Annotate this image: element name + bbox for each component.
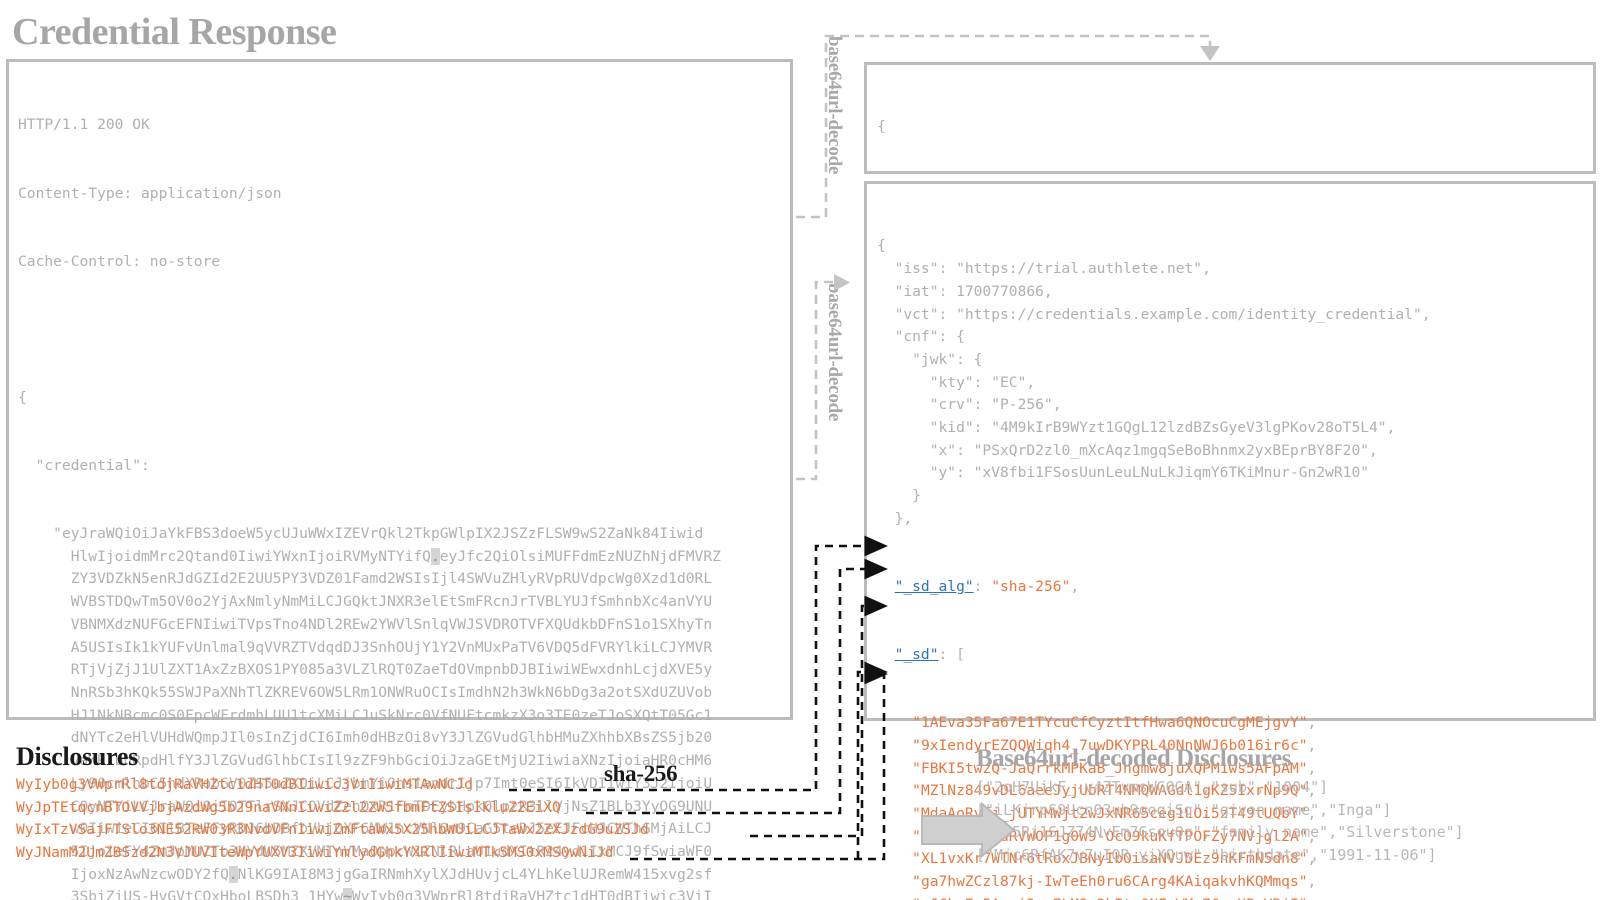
disclosure-item: WyJpTEtqcnBTOVVjbjAzdWg5b29naVNnIiwiZ2l2… (16, 798, 561, 816)
base64url-decode-label-header: base64url-decode (824, 36, 845, 175)
decoded-disclosures-list: ["2oH7UjkF_-v4ZTvmsWGOGA","sub","1004"] [… (976, 776, 1596, 866)
sd-value-line: "9xIendyrEZQQWiqh4_7uwDKYPRL40NnNWJ6b016… (912, 736, 1317, 754)
disclosure-item: WyIxTzVSajFTSlo3NE52RW03R3NvdVFnIiwiZmFt… (16, 821, 649, 839)
credential-line: NnRSb3hKQk55SWJPaXNhTlZKREV6OW5LRm1ONWRu… (70, 683, 713, 701)
sd-value-line: "FBKI5twzQ-JaQrrkMPKaB_Jhgmw8juXQPM1ws5A… (912, 759, 1317, 777)
credential-line: WVBSTDQwTm5OV0o2YjAxNmlyNmMiLCJGQktJNXR3… (70, 593, 713, 611)
jwt-header-line: { (877, 118, 886, 136)
decode-arrowhead-header (1200, 46, 1220, 61)
jwt-payload-plain-lines: { "iss": "https://trial.authlete.net", "… (877, 235, 1593, 530)
credential-line: RTjVjZjJ1UlZXT1AxZzBXOS1PY085a3VLZlRQT0Z… (70, 661, 713, 679)
jwt-header-panel: { "alg": "ES256", "typ": "vc+sd-jwt", "k… (864, 62, 1596, 408)
response-code: HTTP/1.1 200 OK Content-Type: applicatio… (9, 62, 790, 900)
credential-line: 3SbiZiUS-HvGVtCQxHboLBSDh3_1HYw~WyIyb0g3… (18, 886, 790, 900)
jwt-separator: . (228, 865, 238, 883)
blank-line (18, 319, 790, 342)
sd-value-line: "MZlNz849vDL6aeeJyjUbRT4NMQWAGdl1gKZ5Ixr… (912, 782, 1317, 800)
page-title: Credential Response (12, 11, 337, 53)
sd-key: "_sd" (894, 646, 939, 664)
sd-value-line: "1AEva35Fa67E1TYcuCfCyztItfHwa6QNOcuCgME… (912, 714, 1317, 732)
credential-response-panel: HTTP/1.1 200 OK Content-Type: applicatio… (6, 59, 793, 900)
sd-alg-line: "_sd_alg": "sha-256", (894, 577, 1080, 595)
disclosures-title: Disclosures (16, 742, 138, 771)
credential-line: 5IjoieFY4ZmJpMUZTb3NVdW5MZXVMTnVMa0ppcW1… (70, 842, 713, 860)
jwt-payload-line: "kid": "4M9kIrB9WYzt1GQgL12lzdBZsGyeV3lg… (877, 419, 1396, 437)
sd-digest: "nJCksE_5Amri3_z7LM3y2hIt-ONFsWMa76xyUPw… (912, 896, 1307, 900)
base64url-decode-label-payload: base64url-decode (824, 283, 845, 422)
disclosure-item: WyJNamM2UmZBSzd2N3VJUVIteWpYUXV3IiwiYmly… (16, 844, 614, 862)
content-type-line: Content-Type: application/json (18, 184, 282, 202)
credential-value-block: "eyJraWQiOiJaYkFBS3doeW5ycUJuWWxIZEVrQkl… (18, 523, 790, 900)
credential-line: A5USIsIk1kYUFvUnlmal9qVVRZTVdqdDJ3SnhOUj… (70, 638, 713, 656)
jwt-separator: ~ (343, 888, 352, 900)
sd-value-line: "nJCksE_5Amri3_z7LM3y2hIt-ONFsWMa76xyUPw… (877, 894, 1593, 900)
body-open-brace: { (18, 388, 27, 406)
decoded-disclosure-item: ["2oH7UjkF_-v4ZTvmsWGOGA","sub","1004"] (976, 778, 1329, 796)
credential-line: HJ1NkNBcmc0S0FpcWFrdmhLUU1tcXMiLCJuSkNrc… (70, 706, 713, 724)
status-line: HTTP/1.1 200 OK (18, 116, 150, 134)
decoded-disclosure-item: ["iLKjrpS9Ucn03uh9oogiSg","given_name","… (976, 800, 1392, 819)
jwt-separator: . (430, 547, 440, 565)
jwt-payload-line: "vct": "https://credentials.example.com/… (877, 305, 1431, 323)
cache-control-line: Cache-Control: no-store (18, 252, 221, 270)
decoded-disclosures-title: Base64url-decoded Disclosures (976, 745, 1291, 772)
credential-line: w0IiwieCI6IlBTeFFyRDJ6bDBfbVhjQXF6MW1ncV… (70, 820, 713, 838)
credential-line: IjoxNzAwNzcwODY2fQ.NlKG9IAI8M3jgGaIRNmhX… (70, 865, 713, 883)
disclosures-section: Disclosures WyIyb0g3VWprRl8tdjRaVHZtc1dH… (16, 742, 796, 865)
jwt-payload-line: "kty": "EC", (877, 373, 1036, 391)
disclosures-list: WyIyb0g3VWprRl8tdjRaVHZtc1dHT0dBIiwic3Vi… (16, 774, 796, 865)
sd-digest: "9xIendyrEZQQWiqh4_7uwDKYPRL40NnNWJ6b016… (912, 736, 1308, 754)
credential-line: "eyJraWQiOiJaYkFBS3doeW5ycUJuWWxIZEVrQkl… (53, 525, 704, 543)
sd-value-line: "ga7hwZCzl87kj-IwTeEh0ru6CArg4KAiqakvhKQ… (912, 873, 1317, 891)
sd-digest: "1AEva35Fa67E1TYcuCfCyztItfHwa6QNOcuCgME… (912, 714, 1308, 732)
jwt-payload-line: "crv": "P-256", (877, 396, 1062, 414)
jwt-payload-panel: { "iss": "https://trial.authlete.net", "… (864, 181, 1596, 900)
sd-alg-value: "sha-256" (991, 577, 1071, 595)
disclosure-item: WyIyb0g3VWprRl8tdjRaVHZtc1dHT0dBIiwic3Vi… (16, 776, 473, 793)
decoded-disclosure-item: ["1O5Rj1SJZ74NvEm7GsouQg","family_name",… (976, 823, 1464, 841)
sha256-label: sha-256 (604, 761, 678, 786)
jwt-payload-line: "x": "PSxQrD2zl0_mXcAqz1mgqSeBoBhnmx2yxB… (877, 441, 1378, 459)
jwt-payload-line: "iss": "https://trial.authlete.net", (877, 260, 1211, 278)
jwt-payload-code: { "iss": "https://trial.authlete.net", "… (867, 184, 1593, 900)
jwt-payload-line: "jwk": { (877, 350, 983, 368)
sd-digest: "MZlNz849vDL6aeeJyjUbRT4NMQWAGdl1gKZ5Ixr… (912, 782, 1308, 800)
jwt-payload-line: "iat": 1700770866, (877, 282, 1053, 300)
credential-line: HlwIjoidmMrc2Qtand0IiwiYWxnIjoiRVMyNTYif… (70, 547, 721, 565)
credential-line: ZY3VDZkN5enRJdGZId2E2UU5PY3VDZ01Famd2WSI… (70, 570, 713, 588)
sd-digest: "FBKI5twzQ-JaQrrkMPKaB_Jhgmw8juXQPM1ws5A… (912, 759, 1308, 777)
jwt-payload-line: { (877, 237, 886, 255)
credential-line: C0yNTYiLCJraWQiOiI0TTlrSXJCOVdZenQxR1FnT… (70, 797, 713, 815)
sd-alg-key: "_sd_alg" (894, 577, 974, 595)
sd-digest: "ga7hwZCzl87kj-IwTeEh0ru6CArg4KAiqakvhKQ… (912, 873, 1308, 891)
jwt-payload-line: "y": "xV8fbi1FSosUunLeuLNuLkJiqmY6TKiMnu… (877, 464, 1370, 482)
decoded-disclosures-section: Base64url-decoded Disclosures ["2oH7UjkF… (976, 744, 1596, 866)
credential-key: "credential": (18, 456, 150, 474)
jwt-payload-line: }, (877, 509, 913, 527)
jwt-payload-line: "cnf": { (877, 328, 965, 346)
decoded-disclosure-item: ["Mjc6RfAK7v7uIQR-yjXQuw","birthdate","1… (976, 845, 1437, 864)
credential-line: VBNMXdzNUFGcEFNIiwiTVpsTno4NDl2REw2YWVlS… (70, 615, 713, 633)
jwt-payload-line: } (877, 487, 921, 505)
sd-line: "_sd": [ (894, 646, 965, 664)
